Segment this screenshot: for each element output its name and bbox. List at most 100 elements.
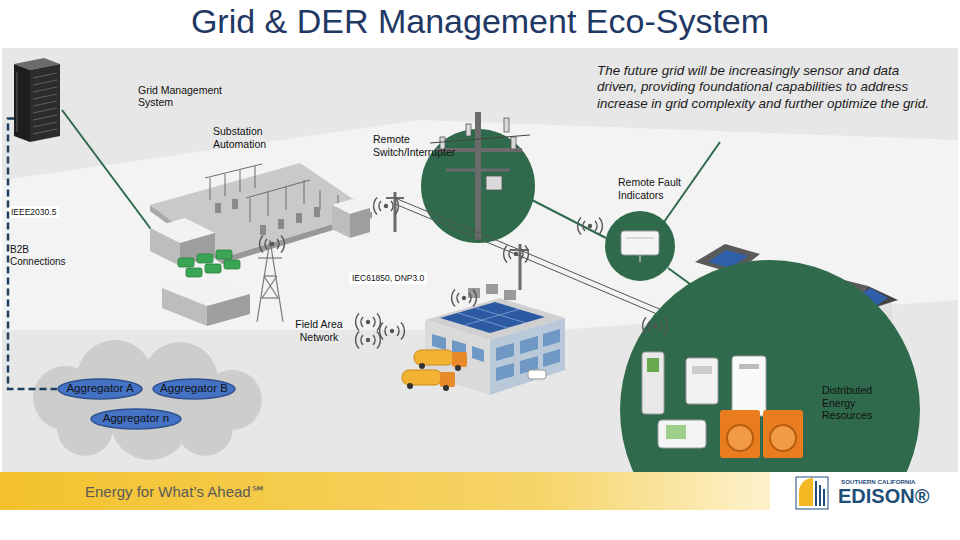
server-shape <box>14 64 30 142</box>
node-text: Aggregator B <box>160 382 228 395</box>
der-circle <box>686 358 718 404</box>
substation-illustration <box>216 250 232 259</box>
server-shape <box>33 115 57 120</box>
connection-label: B2B Connections <box>10 244 82 268</box>
fault-indicator-circle <box>639 255 641 262</box>
fuel-trucks <box>455 365 461 371</box>
fuel-trucks <box>407 363 461 391</box>
substation-illustration <box>262 276 277 298</box>
power-line <box>395 204 690 328</box>
fuel-trucks <box>414 350 454 365</box>
wireless-icon <box>452 290 477 307</box>
oval-outline <box>91 409 181 429</box>
substation-illustration <box>215 199 320 235</box>
substation-illustration <box>207 294 250 326</box>
fault-indicator-circle <box>626 238 654 239</box>
substation-illustration <box>205 164 262 178</box>
logo-text: EDISON® <box>838 484 929 508</box>
substation-illustration <box>350 208 370 238</box>
substation-illustration <box>150 228 180 266</box>
component-label: Remote Switch/Interrupter <box>373 133 473 158</box>
substation-illustration <box>240 170 241 192</box>
aggregator-cloud <box>57 400 113 456</box>
der-circle <box>647 358 659 372</box>
substation-illustration <box>286 186 287 210</box>
remote-switch-circle <box>446 169 510 172</box>
fuel-trucks <box>443 385 449 391</box>
substation-illustration <box>178 258 194 267</box>
substation-illustration <box>205 264 221 273</box>
commercial-building <box>504 290 516 300</box>
der-circle <box>658 420 706 448</box>
logo-text: SOUTHERN CALIFORNIA <box>841 478 916 485</box>
server-shape <box>33 80 57 85</box>
power-line <box>511 249 529 251</box>
commercial-building <box>432 334 446 350</box>
aggregator-oval: Aggregator B <box>152 378 236 400</box>
substation-illustration <box>210 178 211 200</box>
oval-outline <box>153 379 235 399</box>
aggregator-cloud <box>33 340 262 460</box>
wireless-icon <box>260 198 668 349</box>
server-shape <box>33 129 57 134</box>
wireless-icon <box>356 332 381 349</box>
system-label: Grid Management System <box>138 84 238 108</box>
grid-link-line <box>62 110 720 300</box>
substation-illustration <box>205 164 338 222</box>
server-shape <box>33 73 57 78</box>
substation-illustration <box>232 199 238 209</box>
server-shape <box>30 64 60 142</box>
wireless-icon <box>504 246 529 263</box>
edison-logo <box>796 477 828 509</box>
commercial-building <box>458 308 526 328</box>
der-circle <box>720 410 760 458</box>
remote-switch-circle <box>466 124 471 136</box>
wireless-icon <box>380 323 405 340</box>
component-label: Distributed Energy Resources <box>822 384 897 422</box>
aggregator-cloud <box>177 400 233 456</box>
component-label: Substation Automation <box>213 125 285 150</box>
substation-illustration <box>332 205 350 238</box>
der-circle <box>620 260 920 472</box>
substation-illustration <box>224 260 240 269</box>
substation-illustration <box>260 225 266 235</box>
substation-illustration <box>304 180 305 204</box>
fault-indicator-circle <box>605 211 675 281</box>
commercial-building <box>528 370 546 379</box>
substation-illustration <box>225 174 226 196</box>
commercial-building <box>472 346 484 362</box>
substation-illustration <box>162 288 207 326</box>
substation-illustration <box>150 163 372 326</box>
remote-switch-circle <box>511 137 516 149</box>
der-circle <box>666 425 686 439</box>
commercial-building <box>496 343 514 361</box>
wireless-icon <box>578 218 603 235</box>
commercial-building <box>465 309 520 325</box>
edison-logo <box>815 481 817 506</box>
commercial-building <box>440 302 545 333</box>
fault-indicator-circle <box>605 211 675 281</box>
remote-switch-circle <box>430 135 530 143</box>
edison-logo <box>796 477 828 509</box>
server-shape <box>33 108 57 113</box>
fuel-trucks <box>402 350 467 391</box>
der-circle <box>732 356 766 416</box>
wireless-icon <box>374 198 399 215</box>
commercial-building <box>476 308 526 323</box>
der-circle <box>727 425 753 451</box>
aggregator-oval: Aggregator n <box>90 408 182 430</box>
substation-illustration <box>278 219 284 229</box>
remote-switch-circle <box>421 112 535 243</box>
node-text: Aggregator n <box>103 412 170 425</box>
wireless-icon <box>356 314 381 331</box>
commercial-building <box>543 349 560 367</box>
commercial-building <box>496 363 514 381</box>
substation-illustration <box>314 207 320 217</box>
commercial-building <box>486 284 498 294</box>
commercial-building <box>425 284 565 395</box>
node-text: Aggregator A <box>66 382 133 395</box>
substation-illustration <box>246 180 310 198</box>
remote-switch-circle <box>504 118 509 132</box>
der-circle <box>642 352 664 414</box>
